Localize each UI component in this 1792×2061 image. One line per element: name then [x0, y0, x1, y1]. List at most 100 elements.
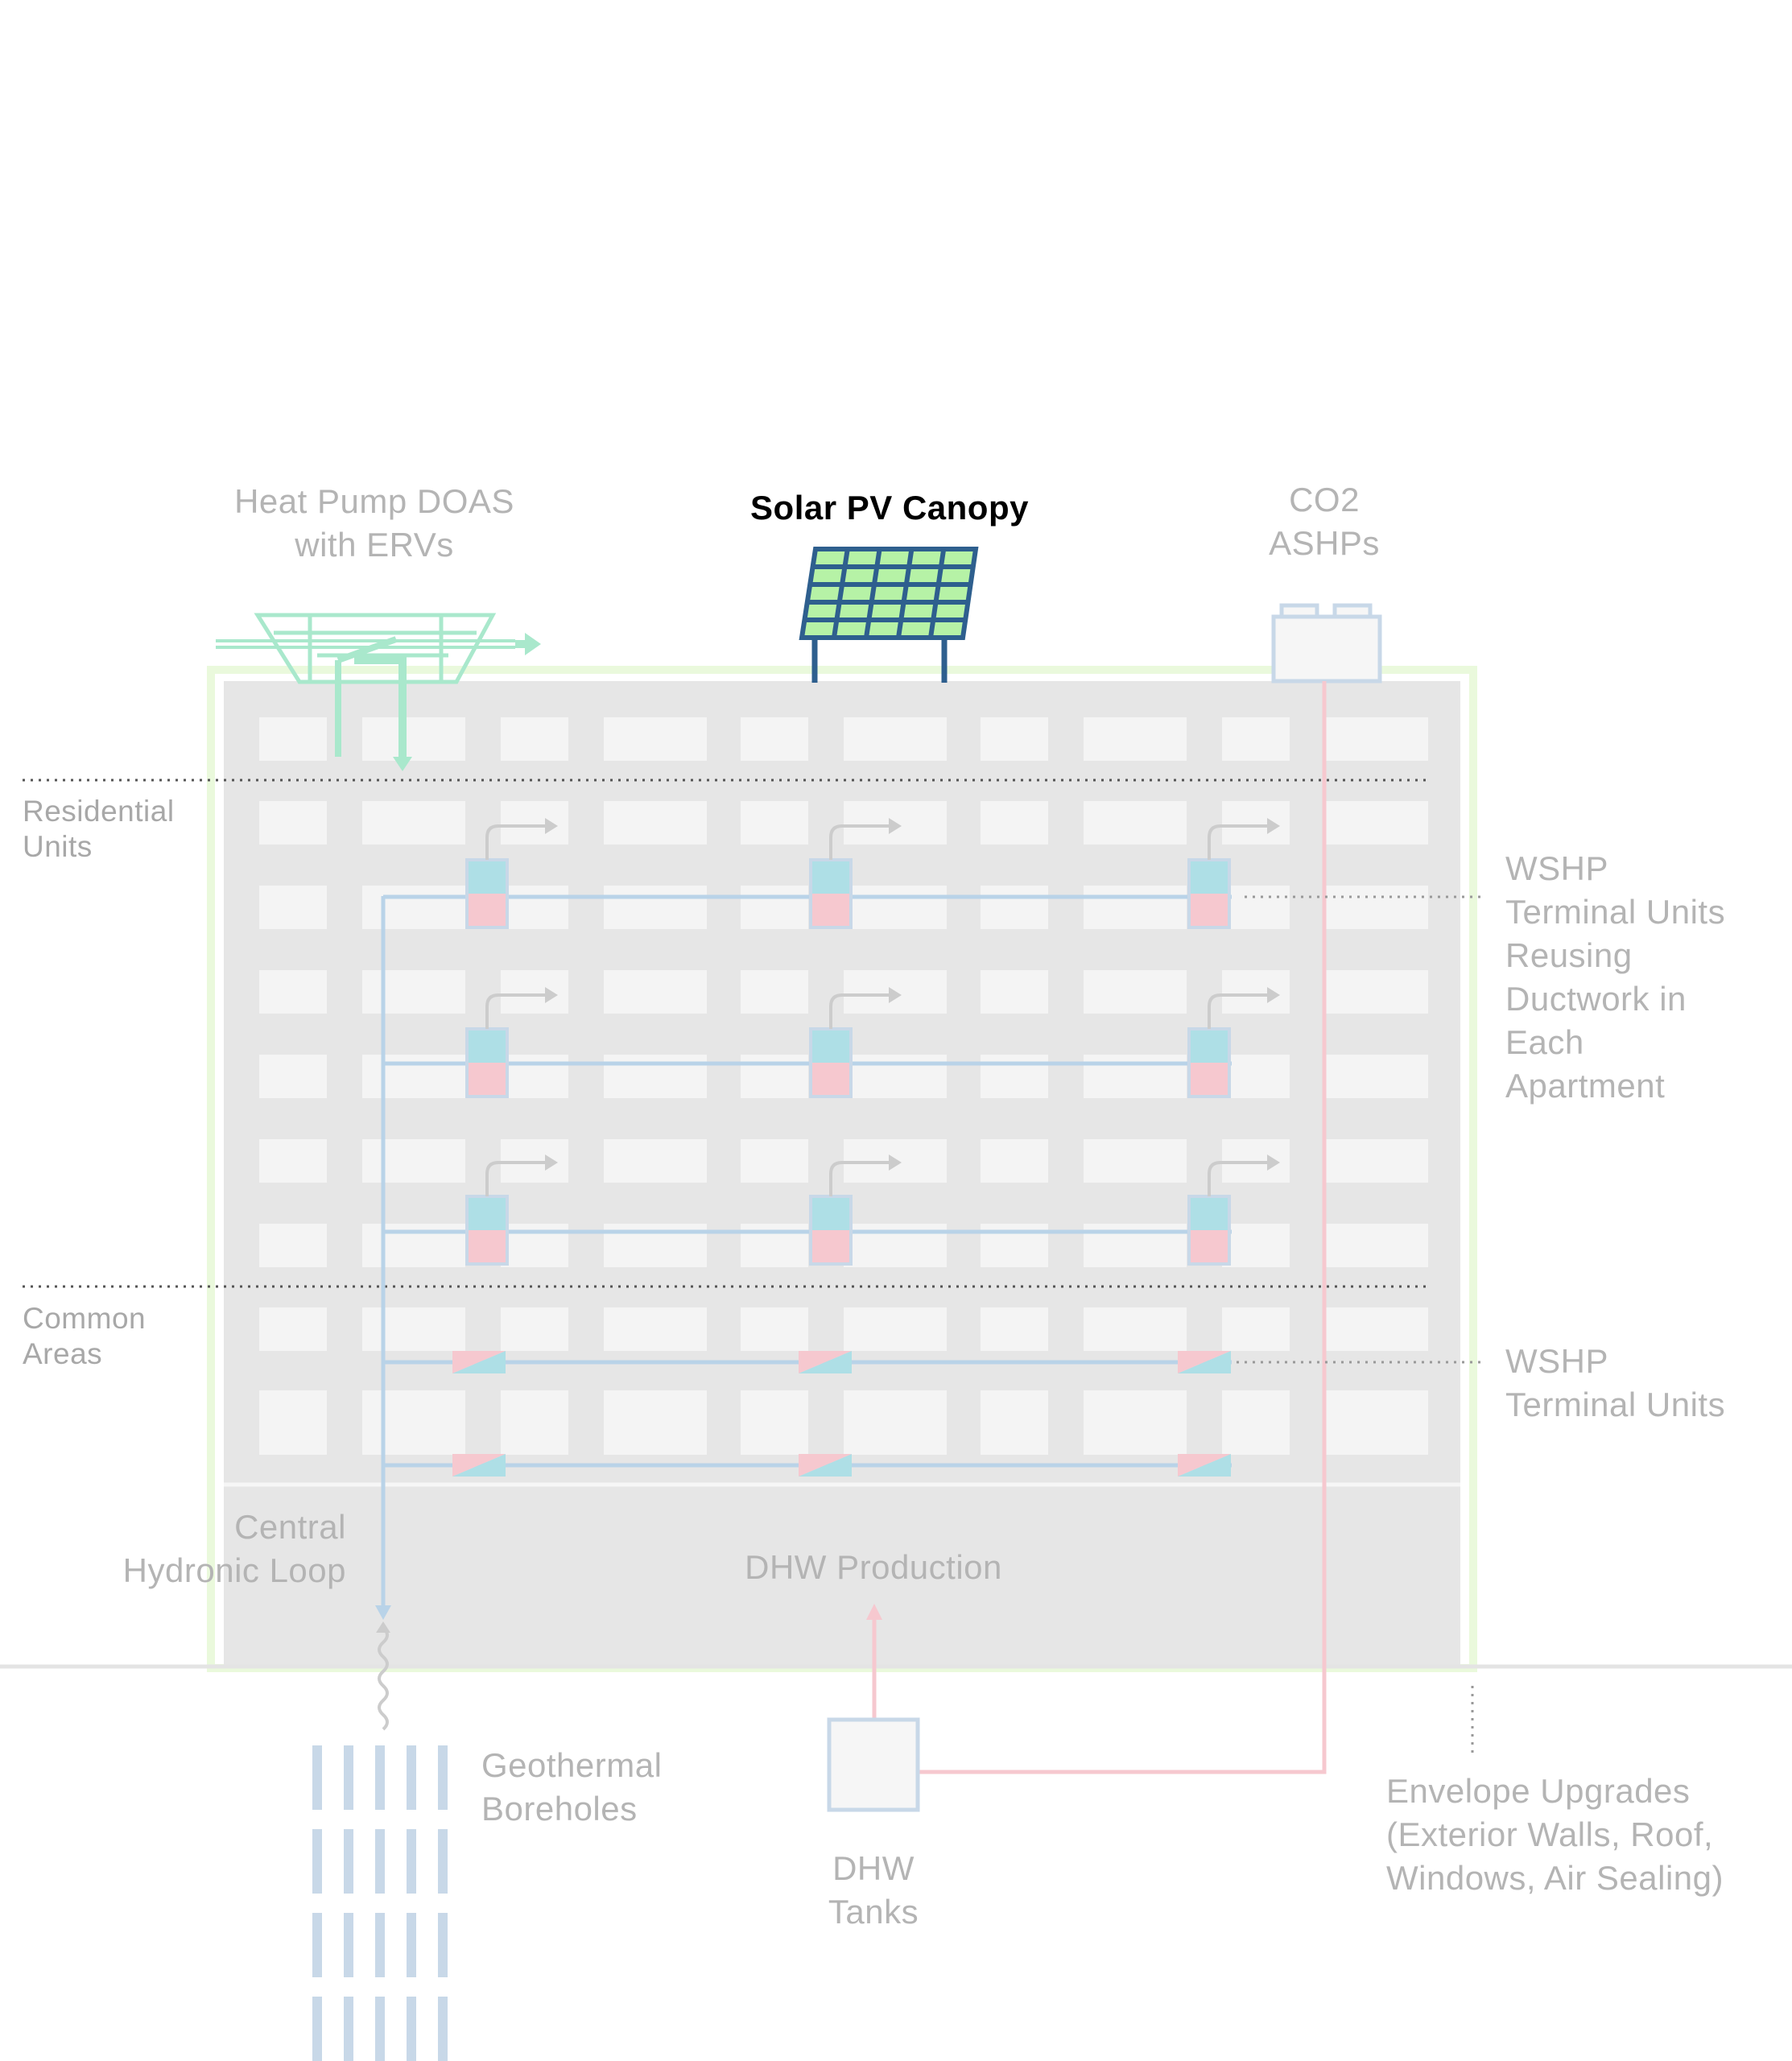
- window: [1222, 717, 1290, 761]
- window: [362, 886, 465, 929]
- supply-air-arrow: [545, 1154, 558, 1171]
- wshp-cool-half: [1178, 1454, 1231, 1477]
- window: [259, 1224, 327, 1267]
- geothermal-wavy-line: [378, 1626, 389, 1731]
- solar-cell-divider: [896, 548, 915, 638]
- window: [981, 970, 1048, 1014]
- wshp-cool-section: [811, 1029, 851, 1063]
- window: [259, 1139, 327, 1183]
- window: [981, 886, 1048, 929]
- window: [981, 1139, 1048, 1183]
- window: [1325, 1307, 1428, 1351]
- window: [259, 801, 327, 845]
- borehole-segment: [438, 1913, 448, 1977]
- window: [362, 801, 465, 845]
- borehole-segment: [407, 1745, 416, 1810]
- supply-air-duct: [1208, 824, 1270, 860]
- window: [741, 1390, 808, 1455]
- supply-air-duct: [1208, 1161, 1270, 1196]
- borehole-segment: [407, 1997, 416, 2061]
- wshp-residential-unit: [1187, 1154, 1280, 1266]
- supply-air-arrow: [1267, 987, 1280, 1003]
- supply-air-arrow: [545, 818, 558, 834]
- borehole-segment: [312, 1829, 322, 1894]
- window: [604, 801, 707, 845]
- wshp-common-unit: [452, 1454, 506, 1477]
- wshp-common-unit: [799, 1454, 852, 1477]
- supply-air-duct: [485, 824, 547, 860]
- borehole-segment: [344, 1829, 353, 1894]
- window: [259, 717, 327, 761]
- window: [1325, 886, 1428, 929]
- window: [1222, 801, 1290, 845]
- window: [1222, 886, 1290, 929]
- window: [259, 1390, 327, 1455]
- supply-air-arrow: [1267, 1154, 1280, 1171]
- window: [1325, 1224, 1428, 1267]
- window: [1084, 970, 1187, 1014]
- window: [501, 886, 568, 929]
- wshp-residential-unit: [809, 1154, 902, 1266]
- window: [604, 717, 707, 761]
- geothermal-boreholes: [312, 1745, 448, 2061]
- window: [501, 1390, 568, 1455]
- window: [501, 1307, 568, 1351]
- window: [362, 970, 465, 1014]
- window: [259, 886, 327, 929]
- solar-cell-divider: [832, 548, 850, 638]
- wshp-cool-section: [467, 1196, 507, 1230]
- borehole-segment: [312, 1913, 322, 1977]
- window: [259, 970, 327, 1014]
- window: [981, 801, 1048, 845]
- wshp-common-unit: [1178, 1351, 1231, 1373]
- window: [501, 801, 568, 845]
- window: [1084, 717, 1187, 761]
- supply-air-duct: [829, 993, 891, 1029]
- window: [844, 1390, 947, 1455]
- wshp-common-unit: [452, 1351, 506, 1373]
- dhw-production-label: DHW Production: [745, 1548, 1002, 1586]
- wshp-residential-unit: [465, 1154, 558, 1266]
- window: [362, 1307, 465, 1351]
- wshp-hot-section: [811, 1063, 851, 1097]
- geothermal-boreholes-label: Geothermal Boreholes: [481, 1746, 663, 1828]
- solar-cell-divider: [864, 548, 882, 638]
- window: [1084, 1139, 1187, 1183]
- borehole-segment: [407, 1829, 416, 1894]
- borehole-segment: [312, 1745, 322, 1810]
- window: [501, 1055, 568, 1098]
- window: [604, 1139, 707, 1183]
- envelope-upgrades-label: Envelope Upgrades (Exterior Walls, Roof,…: [1386, 1772, 1724, 1897]
- wshp-cool-section: [1189, 1029, 1229, 1063]
- window: [1222, 1055, 1290, 1098]
- window: [1084, 801, 1187, 845]
- supply-air-arrow: [889, 818, 902, 834]
- window: [1084, 886, 1187, 929]
- wshp-residential-unit: [465, 987, 558, 1098]
- wshp-cool-half: [452, 1351, 506, 1373]
- borehole-segment: [375, 1997, 385, 2061]
- wshp-hot-section: [811, 894, 851, 927]
- window: [741, 886, 808, 929]
- borehole-segment: [312, 1997, 322, 2061]
- wshp-hot-section: [1189, 1063, 1229, 1097]
- dhw-riser-arrow: [866, 1604, 882, 1620]
- window: [604, 1307, 707, 1351]
- wshp-cool-section: [811, 860, 851, 894]
- supply-air-duct: [1208, 993, 1270, 1029]
- borehole-segment: [375, 1913, 385, 1977]
- window: [844, 717, 947, 761]
- supply-air-duct: [485, 993, 547, 1029]
- supply-air-arrow: [545, 987, 558, 1003]
- borehole-segment: [344, 1997, 353, 2061]
- window: [981, 1307, 1048, 1351]
- window: [741, 1139, 808, 1183]
- wshp-cool-section: [467, 1029, 507, 1063]
- wshp-hot-section: [1189, 1230, 1229, 1264]
- window: [741, 1055, 808, 1098]
- window: [741, 801, 808, 845]
- window: [604, 1390, 707, 1455]
- solar-pv-label: Solar PV Canopy: [750, 489, 1029, 527]
